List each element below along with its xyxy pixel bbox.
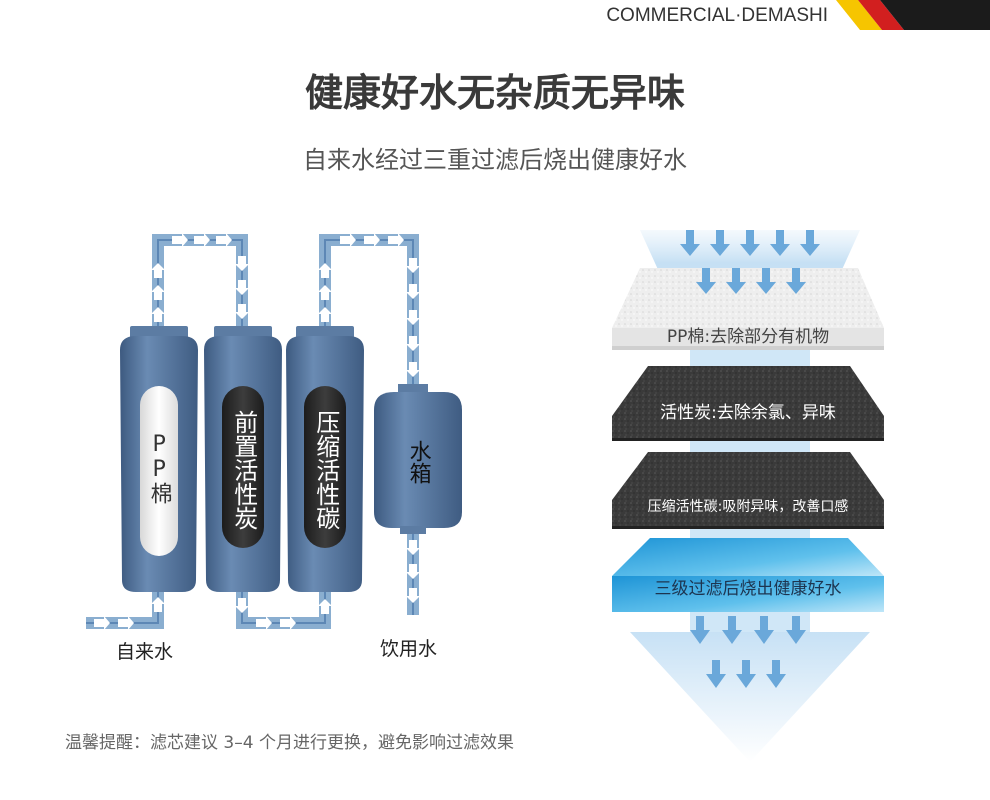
inlet-pipe (86, 590, 164, 629)
flow-arrow (406, 362, 420, 377)
layer-pp (612, 268, 884, 350)
flow-arrow (194, 233, 210, 247)
flow-arrow (364, 233, 380, 247)
brand-stripe-black (880, 0, 990, 30)
flow-arrow (172, 233, 188, 247)
brand-name: COMMERCIAL·DEMASHI (606, 5, 828, 26)
down-arrow (740, 230, 760, 256)
down-arrow (800, 230, 820, 256)
flow-arrow (388, 233, 404, 247)
down-arrow (726, 268, 746, 294)
maintenance-tip: 温馨提醒：滤芯建议 3–4 个月进行更换，避免影响过滤效果 (65, 733, 514, 753)
flow-arrow (406, 336, 420, 351)
flow-arrow (235, 598, 249, 613)
flow-arrow (340, 233, 356, 247)
output-funnel (630, 632, 870, 762)
flow-arrow (151, 263, 165, 278)
flow-arrow (280, 616, 296, 630)
inlet-label: 自来水 (116, 641, 174, 663)
layer-carbon (612, 366, 884, 441)
outlet-label: 饮用水 (380, 638, 438, 660)
flow-arrow (406, 310, 420, 325)
flow-arrow (406, 564, 420, 579)
filter-core-compressed-carbon (304, 386, 346, 548)
down-arrow (770, 230, 790, 256)
brand-stripe-red (858, 0, 904, 30)
flow-arrow (406, 284, 420, 299)
brand-bar: COMMERCIAL·DEMASHI (0, 0, 990, 30)
filter-label-carbon: 前置活性炭 (229, 410, 258, 530)
flow-arrow (318, 263, 332, 278)
filter-housing-3 (286, 326, 364, 592)
flow-arrow (118, 616, 134, 630)
flow-arrow (406, 588, 420, 603)
brand-stripes (836, 0, 990, 30)
flow-arrow (318, 599, 332, 614)
down-arrow (766, 660, 786, 688)
flow-arrow (256, 616, 272, 630)
down-arrow (706, 660, 726, 688)
filter-label-compressed-carbon: 压缩活性碳 (311, 410, 340, 530)
flow-arrow (406, 540, 420, 555)
filter-core-carbon (222, 386, 264, 548)
down-arrow (696, 268, 716, 294)
filter-system-diagram (86, 233, 462, 630)
flow-arrow (406, 258, 420, 273)
down-arrow (754, 616, 774, 644)
layer-label-clean-water: 三级过滤后烧出健康好水 (654, 579, 842, 599)
pipe-1-2 (152, 234, 248, 330)
down-arrow (710, 230, 730, 256)
flow-arrow (235, 256, 249, 271)
filter-core-pp (140, 386, 178, 556)
down-arrow (722, 616, 742, 644)
brand-stripe-yellow (836, 0, 882, 30)
tank-label: 水箱 (405, 440, 431, 484)
layer-label-carbon: 活性炭:去除余氯、异味 (660, 403, 836, 423)
flow-arrow (151, 597, 165, 612)
flow-arrow (318, 307, 332, 322)
water-down-arrows (680, 230, 820, 688)
filtration-layers-diagram (612, 230, 884, 762)
water-tank (374, 384, 462, 534)
down-arrow (680, 230, 700, 256)
filter-housing-2 (204, 326, 282, 592)
down-arrow (756, 268, 776, 294)
flow-arrow (235, 304, 249, 319)
layer-label-pp: PP棉:去除部分有机物 (666, 327, 830, 347)
pipe-2-3 (236, 590, 331, 629)
flow-arrow (94, 616, 110, 630)
flow-arrows (94, 233, 420, 630)
page-title: 健康好水无杂质无异味 (304, 71, 685, 115)
flow-arrow (235, 280, 249, 295)
flow-arrow (318, 285, 332, 300)
flow-arrow (151, 307, 165, 322)
layer-clean-water (612, 538, 884, 612)
down-arrow (786, 268, 806, 294)
flow-arrow (151, 285, 165, 300)
down-arrow (690, 616, 710, 644)
flow-arrow (216, 233, 232, 247)
layer-label-compressed-carbon: 压缩活性碳:吸附异味，改善口感 (647, 499, 849, 515)
filter-housing-1 (120, 326, 198, 592)
layer-compressed-carbon (612, 452, 884, 529)
page-subtitle: 自来水经过三重过滤后烧出健康好水 (303, 146, 687, 174)
down-arrow (786, 616, 806, 644)
filter-label-pp: PP棉 (146, 432, 172, 504)
down-arrow (736, 660, 756, 688)
